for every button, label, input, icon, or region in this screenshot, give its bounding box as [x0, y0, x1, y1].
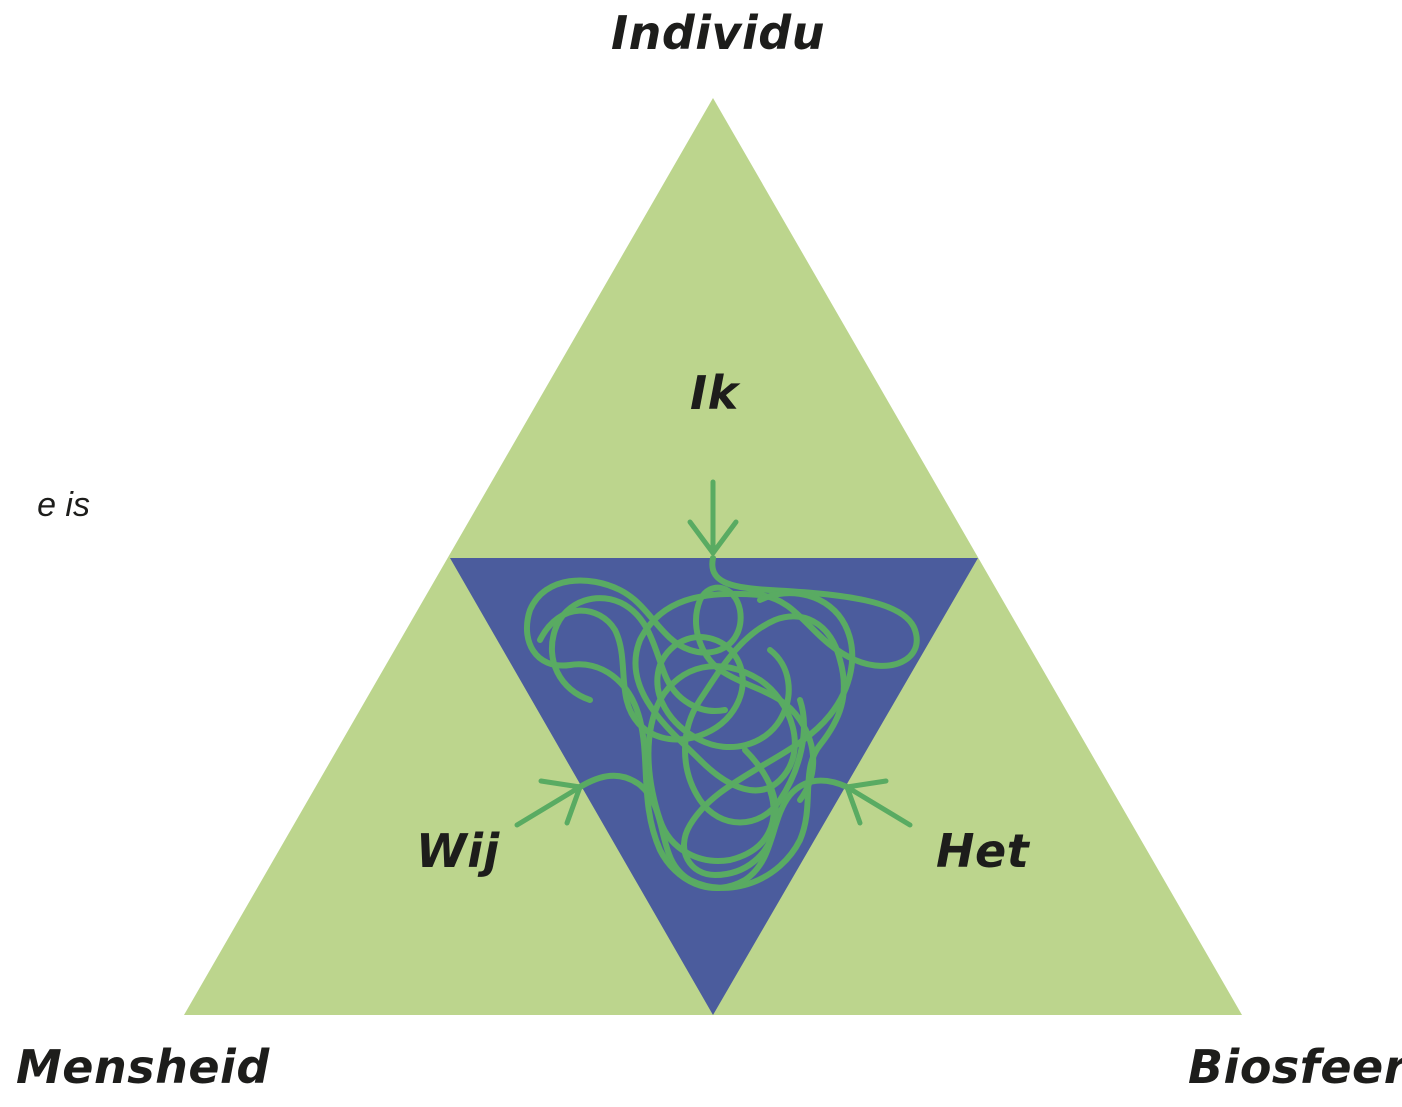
arrow-down-icon — [687, 479, 739, 556]
side-text-fragment: e is — [37, 486, 90, 524]
tangle-line — [523, 555, 920, 892]
label-mensheid: Mensheid — [16, 1040, 270, 1094]
arrows — [514, 479, 913, 828]
label-wij: Wij — [416, 824, 500, 878]
label-individu: Individu — [611, 6, 825, 60]
arrow-right-up-icon — [514, 778, 583, 828]
label-biosfeer: Biosfeer — [1188, 1040, 1402, 1094]
label-ik: Ik — [690, 366, 739, 420]
label-het: Het — [936, 824, 1030, 878]
inner-triangle — [450, 558, 978, 1015]
arrow-left-up-icon — [844, 778, 913, 828]
